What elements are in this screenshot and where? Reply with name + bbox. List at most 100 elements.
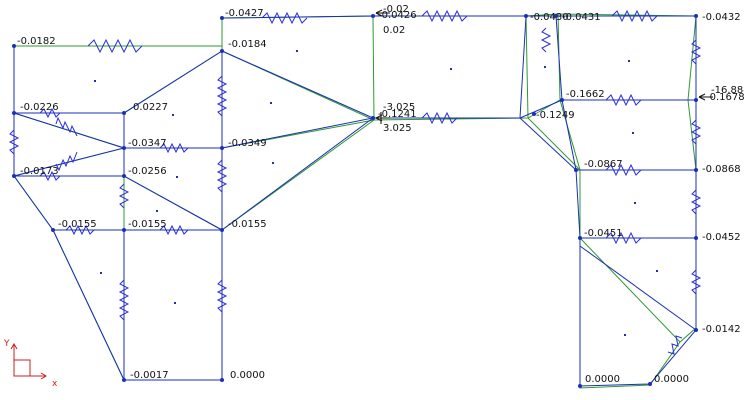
centroid-marker	[624, 334, 626, 336]
node-value-label: -16.884	[711, 85, 744, 96]
centroid-marker	[174, 302, 176, 304]
node	[12, 111, 16, 115]
node-value-label: -0.0431	[562, 12, 601, 23]
node-value-label: -0.0430	[530, 12, 569, 23]
node	[532, 112, 536, 116]
y-axis-label: Y	[3, 339, 10, 349]
centroid-marker	[172, 114, 174, 116]
centroid-marker	[270, 102, 272, 104]
node-value-label: -0.0432	[702, 12, 741, 23]
undeformed-mesh	[13, 15, 697, 387]
node	[574, 168, 578, 172]
spring-vertical	[690, 269, 702, 295]
node-value-label: -0.0155	[58, 219, 97, 230]
node-value-label: -0.0426	[378, 10, 417, 21]
mesh-edge	[526, 15, 697, 387]
node-value-label: -0.02	[383, 4, 409, 15]
mesh-edge	[14, 50, 223, 230]
spring-horizontal	[159, 142, 189, 154]
centroid-marker	[656, 270, 658, 272]
deformed-edge	[13, 15, 375, 231]
spring-horizontal	[87, 38, 143, 54]
node-value-label: -0.1678	[706, 92, 744, 103]
node-value-label: -0.0867	[584, 159, 623, 170]
node-value-label: -0.0155	[128, 219, 167, 230]
node-value-label: -0.0868	[702, 164, 741, 175]
spring-diagonal	[55, 151, 78, 172]
node-value-label: -0.0452	[702, 232, 741, 243]
spring-horizontal	[39, 170, 61, 182]
spring-vertical	[690, 189, 702, 215]
node	[220, 228, 224, 232]
node	[648, 382, 652, 386]
mesh-edge	[519, 99, 697, 331]
spring-horizontal	[611, 9, 658, 23]
spring-vertical	[118, 183, 130, 209]
x-axis-label: x	[52, 379, 58, 389]
spring-diagonal	[55, 116, 78, 137]
node	[371, 14, 375, 18]
mesh-edge	[13, 46, 223, 381]
node-value-label: -0.0017	[130, 370, 169, 381]
node-value-labels: -0.0182 -0.0427 -0.0184 -0.0226 0.0227 -…	[17, 4, 744, 385]
element-centroids	[94, 50, 658, 336]
spring-vertical	[8, 129, 20, 155]
centroid-marker	[632, 132, 634, 134]
node-value-label: 0.0000	[585, 374, 620, 385]
spring-vertical	[690, 39, 702, 65]
node	[51, 228, 55, 232]
deformed-edge	[527, 99, 696, 343]
node	[122, 228, 126, 232]
spring-horizontal	[421, 9, 468, 23]
spring-vertical	[216, 159, 228, 193]
spring-vertical	[216, 75, 228, 117]
spring-horizontal	[39, 107, 61, 119]
node	[694, 14, 698, 18]
node-value-label: -0.0226	[20, 102, 59, 113]
node	[122, 111, 126, 115]
node-value-label: -0.0173	[20, 166, 59, 177]
spring-horizontal	[605, 231, 642, 245]
load-arrow-icon	[375, 112, 390, 124]
node	[560, 98, 564, 102]
node	[220, 16, 224, 20]
spring-diagonal	[667, 335, 683, 355]
node	[12, 174, 16, 178]
axis-triad: Y x	[3, 339, 58, 389]
node-value-label: -0.0349	[228, 138, 267, 149]
node-value-label: -0.0427	[225, 8, 264, 19]
spring-vertical	[216, 279, 228, 313]
node-value-label: 3.025	[383, 123, 412, 134]
deformed-edge	[525, 13, 697, 389]
node	[12, 44, 16, 48]
spring-horizontal	[159, 224, 189, 236]
node-value-label: -0.0182	[17, 36, 56, 47]
node	[578, 236, 582, 240]
node-value-label: -3.025	[383, 102, 415, 113]
node-value-label: -0.0142	[702, 324, 741, 335]
node	[371, 116, 375, 120]
node	[694, 328, 698, 332]
node	[524, 14, 528, 18]
centroid-marker	[296, 50, 298, 52]
mesh-nodes	[12, 14, 698, 388]
node	[694, 168, 698, 172]
centroid-marker	[544, 66, 546, 68]
node-value-label: -0.0347	[128, 138, 167, 149]
centroid-marker	[628, 60, 630, 62]
node	[220, 146, 224, 150]
spring-horizontal	[65, 224, 95, 236]
node-value-label: 0.0000	[230, 370, 265, 381]
node	[220, 49, 224, 53]
node	[554, 14, 558, 18]
spring-elements	[8, 9, 702, 355]
load-arrow-icon	[698, 93, 713, 101]
spring-vertical	[118, 279, 130, 321]
node	[220, 378, 224, 382]
node	[694, 98, 698, 102]
node	[122, 378, 126, 382]
node	[578, 384, 582, 388]
load-arrow-icon	[375, 9, 390, 17]
centroid-marker	[450, 68, 452, 70]
